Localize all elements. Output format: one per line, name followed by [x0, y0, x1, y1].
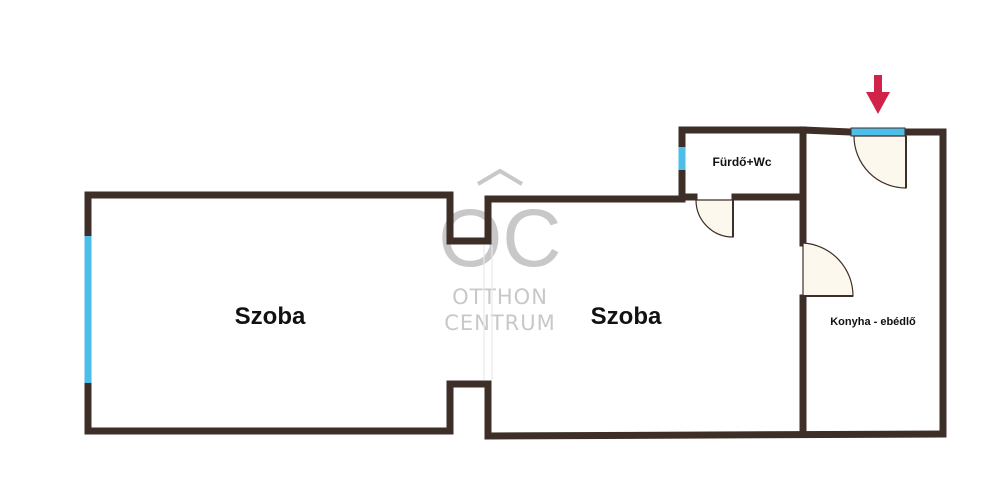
door-kitchen-swing: [802, 242, 854, 297]
wall-middle-bottom: [484, 380, 947, 440]
walls: [84, 126, 947, 440]
room-label-left: Szoba: [235, 303, 306, 330]
doors: [695, 135, 907, 297]
watermark-line1: OTTHON: [452, 285, 548, 309]
wall-kitchen-top: [799, 126, 854, 136]
door-bathroom-swing: [695, 199, 734, 238]
watermark-line2: CENTRUM: [444, 311, 556, 335]
entrance-arrow-icon: [866, 75, 890, 114]
opening-left-middle: [483, 245, 493, 380]
wall-middle-room: [484, 195, 686, 245]
watermark-roof-icon: [476, 168, 524, 186]
window-kitchen-entrance: [850, 127, 906, 137]
watermark-logo: OC OTTHON CENTRUM: [439, 168, 562, 335]
wall-kitchen-right: [902, 128, 947, 438]
room-label-bathroom: Fürdő+Wc: [713, 155, 772, 169]
room-label-kitchen: Konyha - ebédlő: [830, 316, 916, 328]
room-label-middle: Szoba: [591, 303, 662, 330]
door-entrance-swing: [853, 135, 907, 189]
windows: [84, 127, 906, 383]
